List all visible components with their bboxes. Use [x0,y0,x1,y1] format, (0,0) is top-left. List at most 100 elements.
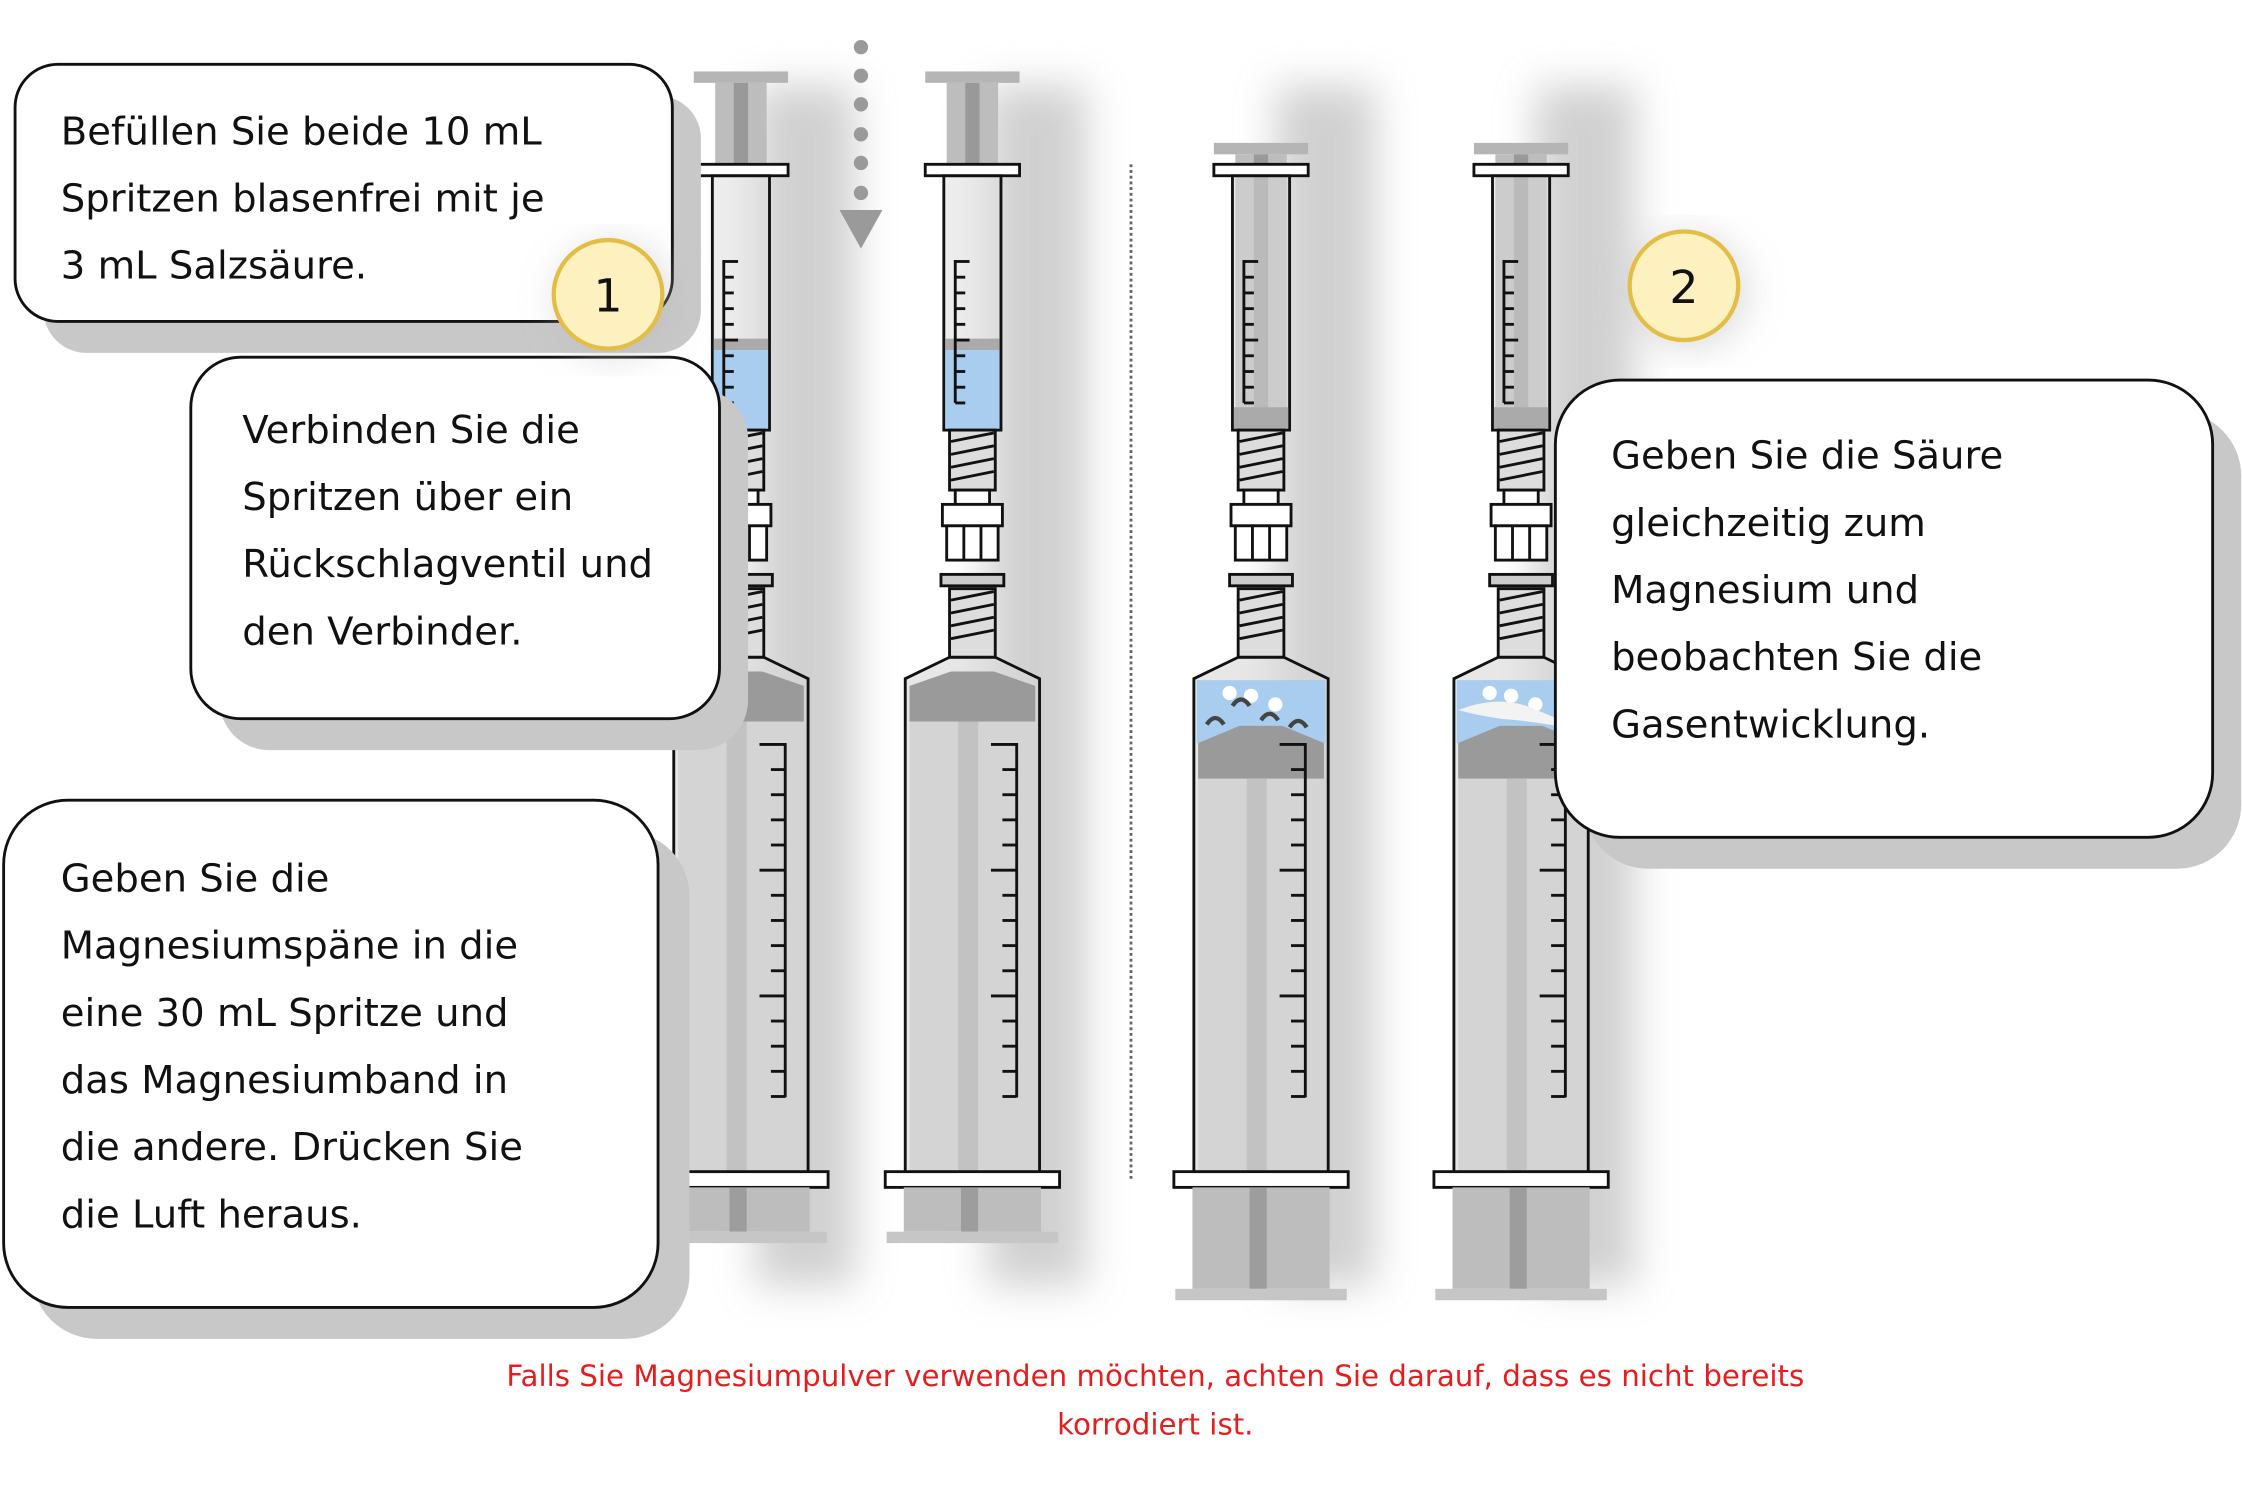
check-valve-body [945,524,1000,562]
gas-bubble-icon [1503,688,1519,703]
step-3-line: eine 30 mL Spritze und [61,991,509,1036]
thread-line [1499,470,1543,482]
step-3-line: die Luft heraus. [61,1192,362,1237]
thread-line [1499,603,1543,615]
barrel-flange [1472,162,1570,178]
large-plunger-rod [958,721,979,1176]
large-plunger-rod [1506,778,1527,1176]
thread-line [1239,615,1283,628]
syringe-assembly [883,71,1087,1286]
step-badge-1: 1 [551,237,669,355]
thread-line [1499,444,1543,456]
magnesium-shaving-icon [1230,697,1252,708]
plunger-flange [1213,142,1309,155]
large-barrel-flange [1172,1170,1350,1189]
step-2-line: Verbinden Sie die [242,408,580,453]
warning-note-line: Falls Sie Magnesiumpulver verwenden möch… [506,1359,1804,1393]
large-plunger-thumb-flange [886,1231,1059,1244]
thread-line [950,603,995,615]
step-4-line: Gasentwicklung. [1611,702,1930,747]
large-plunger-thumb-flange [655,1231,827,1244]
connector-ring [939,572,1006,588]
step-connect-callout: Verbinden Sie die Spritzen über ein Rück… [189,355,749,751]
step-4-callout: Geben Sie die Säure gleichzeitig zum Mag… [1553,378,2242,869]
gas-bubble-icon [1243,688,1259,703]
step-4-line: beobachten Sie die [1611,635,1982,680]
valve-neck [1502,488,1540,506]
check-valve-cap [1229,502,1293,528]
connector-ring [1228,572,1294,588]
gas-bubble-icon [1268,697,1283,712]
step-1-line: 3 mL Salzsäure. [61,244,367,289]
magnesium-ribbon-icon [1458,701,1580,731]
large-barrel-flange [883,1170,1061,1189]
thread-line [1239,590,1283,602]
thread-line [950,470,995,482]
badge-number: 1 [593,269,622,322]
plunger-rod-core [733,82,749,165]
large-plunger-rod [726,721,747,1176]
thread-line [1239,628,1283,641]
thread-line [1499,431,1543,443]
large-plunger-head [909,671,1036,722]
check-valve-body [1493,524,1549,562]
thread-line [1239,470,1283,482]
step-3-line: das Magnesiumband in [61,1058,508,1103]
check-valve-cap [940,502,1004,528]
plunger-flange [693,71,789,83]
warning-note-line: korrodiert ist. [1057,1408,1253,1442]
large-plunger-core [1249,1187,1267,1289]
plunger-head [713,338,769,351]
large-plunger-thumb-flange [1435,1288,1607,1301]
step-1-line: Befüllen Sie beide 10 mL [61,109,542,154]
thread-line [1499,457,1543,469]
step-3-line: Magnesiumspäne in die [61,924,518,969]
plunger-rod-core [965,82,980,165]
magnesium-shaving-icon [1287,718,1309,729]
large-plunger-head [1198,725,1324,779]
syringe-assembly [652,71,856,1286]
magnesium-shaving-icon [1204,715,1226,726]
thread-line [1239,431,1283,443]
thread-line [1239,457,1283,469]
syringe-assembly-reacting [1172,85,1376,1301]
connector-ring [1488,572,1554,588]
badge-number: 2 [1669,261,1698,314]
thread-line [1499,615,1543,628]
gas-bubble-icon [1482,685,1497,701]
large-plunger-core [729,1187,747,1232]
thread-line [1239,603,1283,615]
thread-line [1239,444,1283,456]
step-magnesium-callout: Geben Sie die Magnesiumspäne in die eine… [2,798,690,1339]
thread-line [950,457,995,469]
thread-line [950,628,995,641]
syringe-assembly-reacting [1432,85,1636,1301]
large-barrel-flange [1432,1170,1610,1189]
down-arrow-icon [839,40,883,249]
step-3-line: die andere. Drücken Sie [61,1125,523,1170]
thread-line [1499,628,1543,641]
check-valve-cap [1489,502,1553,528]
valve-neck [1242,488,1280,506]
step-3-line: Geben Sie die [61,857,330,902]
check-valve-body [1233,524,1289,562]
hydrochloric-acid-liquid [945,350,1000,429]
thread-line [950,615,995,628]
large-plunger-core [1509,1187,1527,1289]
large-plunger-head [1458,725,1584,779]
magnesium-shaving-icon [1259,711,1280,722]
barrel-flange [923,162,1021,178]
thread-line [950,431,995,443]
thread-line [950,590,995,602]
plunger-head [1233,407,1289,429]
plunger-flange [1473,142,1569,155]
large-plunger-rod [1246,778,1267,1176]
step-2-line: Spritzen über ein [242,475,573,520]
step-4-line: Geben Sie die Säure [1611,434,2003,479]
plunger-flange [925,71,1020,83]
barrel-flange [692,162,790,178]
large-plunger-core [960,1187,979,1232]
thread-line [1499,590,1543,602]
step-1-callout: Befüllen Sie beide 10 mL Spritzen blasen… [13,62,701,353]
